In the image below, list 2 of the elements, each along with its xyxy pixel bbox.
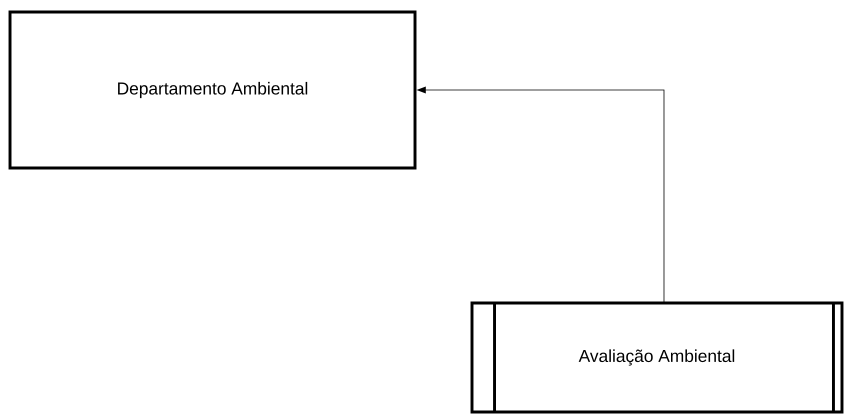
process-box: Departamento Ambiental xyxy=(8,10,416,170)
process-box: Avaliação Ambiental xyxy=(470,302,844,414)
